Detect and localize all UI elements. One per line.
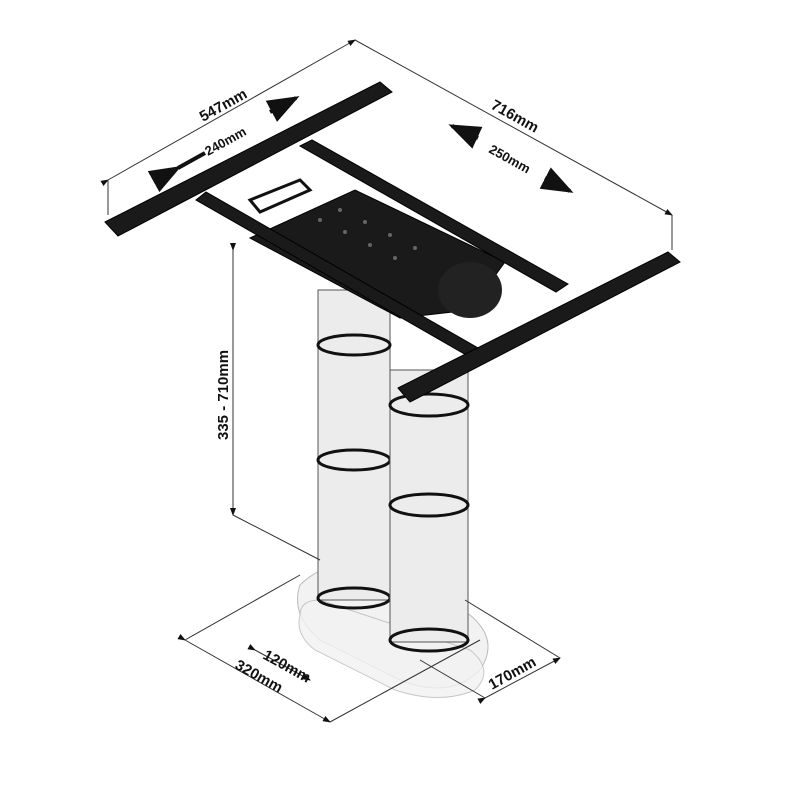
frame-width-label: 547mm — [197, 86, 250, 126]
height-range-label: 335 - 710mm — [215, 350, 232, 440]
dimension-lines — [100, 39, 673, 723]
left-column — [316, 289, 392, 610]
frame-slide-length-label: 250mm — [487, 142, 533, 177]
sliding-frame — [104, 81, 681, 403]
frame-length-label: 716mm — [488, 97, 541, 137]
right-column — [388, 369, 470, 653]
